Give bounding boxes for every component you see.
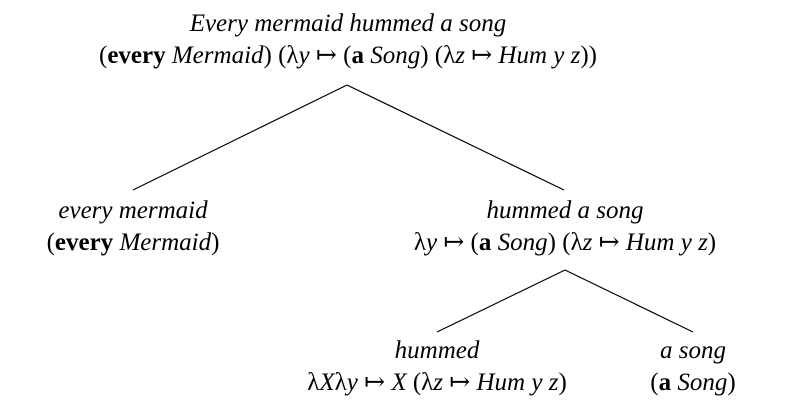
edge-root-left	[132, 84, 348, 191]
right-node: hummed a song λy ↦ (a Song) (λz ↦ Hum y …	[365, 195, 765, 259]
right-term: λy ↦ (a Song) (λz ↦ Hum y z)	[413, 229, 717, 256]
root-term: (every Mermaid) (λy ↦ (a Song) (λz ↦ Hum…	[98, 42, 598, 69]
hummed-node: hummed λXλy ↦ X (λz ↦ Hum y z)	[252, 335, 622, 399]
asong-node: a song (a Song)	[628, 335, 758, 399]
edge-root-right	[346, 84, 565, 191]
left-phrase: every mermaid	[58, 197, 208, 224]
root-phrase: Every mermaid hummed a song	[189, 10, 507, 37]
left-node: every mermaid (every Mermaid)	[0, 195, 266, 259]
edge-right-hummed	[436, 269, 566, 333]
asong-phrase: a song	[660, 337, 726, 364]
edge-right-asong	[564, 269, 694, 333]
hummed-term: λXλy ↦ X (λz ↦ Hum y z)	[307, 369, 567, 396]
left-term: (every Mermaid)	[46, 229, 220, 256]
asong-term: (a Song)	[650, 369, 736, 396]
root-node: Every mermaid hummed a song (every Merma…	[0, 8, 696, 72]
hummed-phrase: hummed	[394, 337, 480, 364]
right-phrase: hummed a song	[486, 197, 644, 224]
